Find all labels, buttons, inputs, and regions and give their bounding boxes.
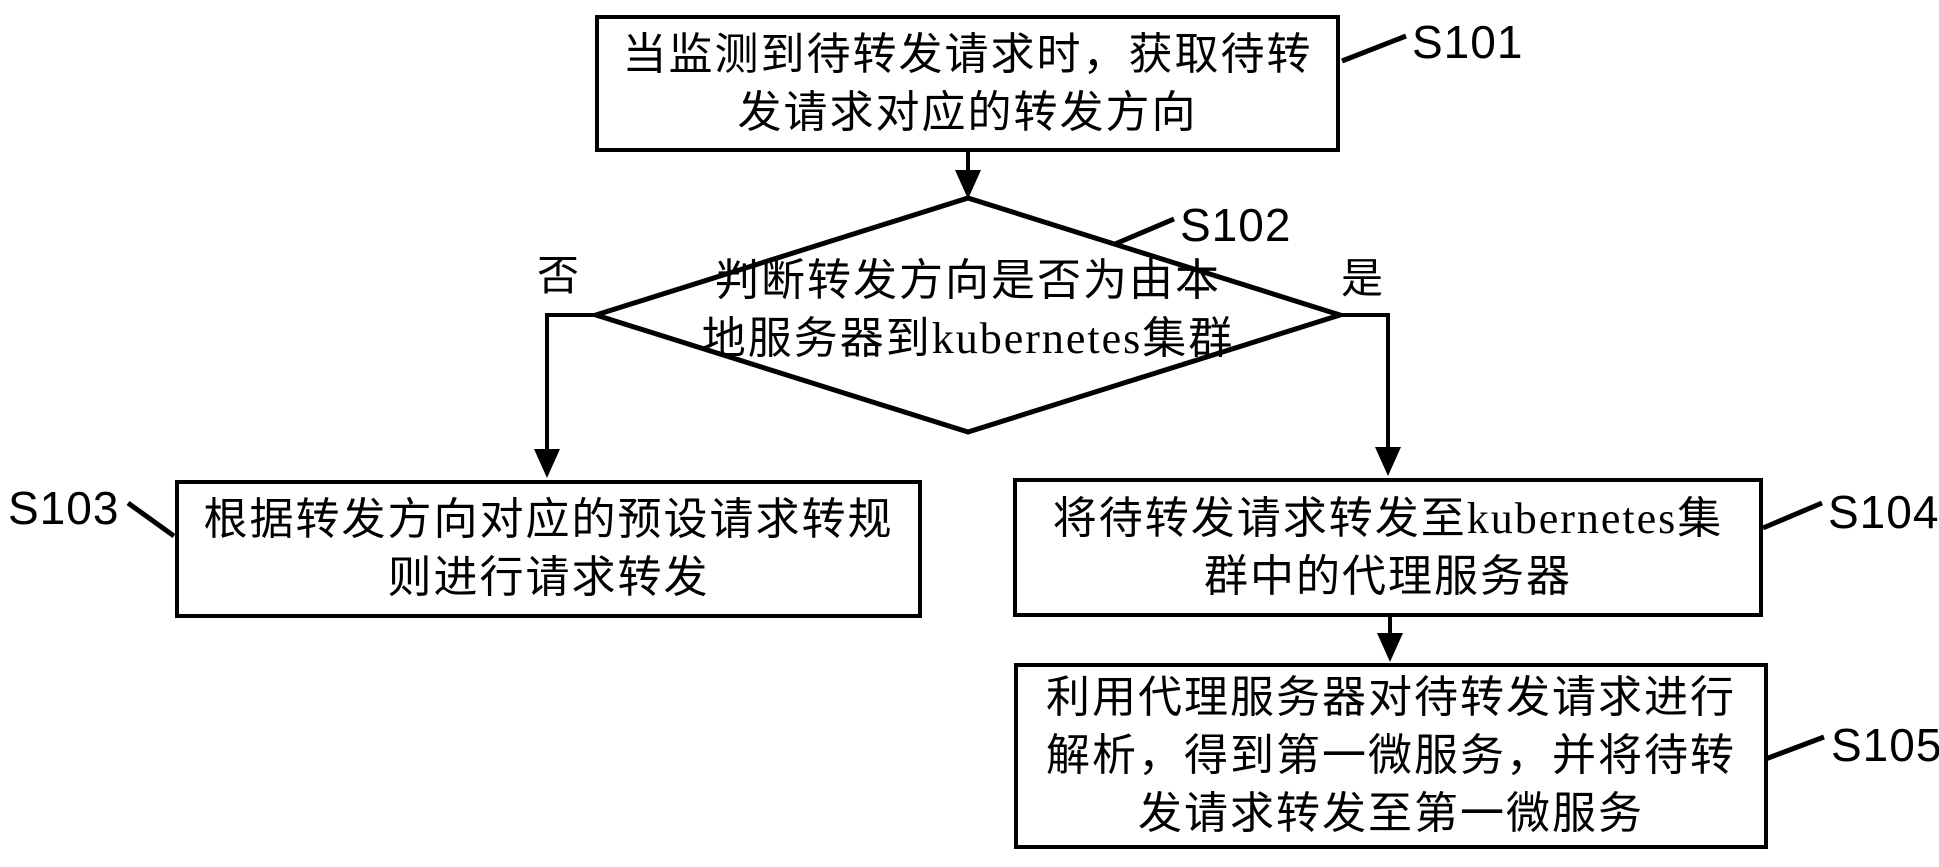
- step-label-s102: S102: [1180, 199, 1292, 251]
- branch-label-yes: 是: [1341, 257, 1384, 303]
- step-box-s105-line3: 发请求转发至第一微服务: [1138, 789, 1644, 838]
- step-box-s103-line1: 根据转发方向对应的预设请求转规: [203, 495, 894, 544]
- step-box-s103: 根据转发方向对应的预设请求转规 则进行请求转发: [175, 480, 922, 618]
- step-label-s105: S105: [1831, 719, 1939, 771]
- leader-line-s102: [1114, 216, 1175, 247]
- step-box-s104-line1: 将待转发请求转发至kubernetes集: [1052, 493, 1724, 543]
- step-box-s105-line2: 解析，得到第一微服务，并将待转: [1046, 731, 1736, 780]
- leader-line-s104: [1762, 500, 1823, 531]
- step-box-s101-line2: 发请求对应的转发方向: [737, 87, 1198, 137]
- step-box-s104-line2: 群中的代理服务器: [1204, 551, 1572, 601]
- decision-s102-line1: 判断转发方向是否为由本: [715, 256, 1221, 305]
- step-label-s104: S104: [1828, 486, 1939, 538]
- arrow-branch-yes-to-s104: [1340, 313, 1401, 476]
- arrow-branch-no-to-s103: [534, 313, 596, 478]
- step-label-s101: S101: [1412, 16, 1524, 68]
- step-box-s105: 利用代理服务器对待转发请求进行 解析，得到第一微服务，并将待转 发请求转发至第一…: [1014, 663, 1768, 849]
- step-box-s104: 将待转发请求转发至kubernetes集 群中的代理服务器: [1013, 478, 1763, 617]
- step-box-s101: 当监测到待转发请求时，获取待转 发请求对应的转发方向: [595, 15, 1340, 152]
- decision-diamond-shape: [587, 195, 1349, 435]
- step-box-s105-line1: 利用代理服务器对待转发请求进行: [1046, 673, 1736, 722]
- step-label-s103: S103: [8, 482, 120, 534]
- leader-line-s105: [1762, 734, 1825, 763]
- step-box-s101-line1: 当监测到待转发请求时，获取待转: [622, 29, 1313, 79]
- leader-line-s103: [126, 500, 176, 539]
- leader-line-s101: [1341, 33, 1407, 64]
- arrow-s104-to-s105: [1377, 617, 1403, 662]
- decision-s102-line2: 地服务器到kubernetes集群: [701, 314, 1235, 363]
- step-box-s103-line2: 则进行请求转发: [387, 553, 710, 602]
- branch-label-no: 否: [537, 254, 580, 300]
- decision-diamond-s102-text: 判断转发方向是否为由本 地服务器到kubernetes集群: [608, 252, 1328, 368]
- arrow-s101-to-s102: [955, 152, 981, 199]
